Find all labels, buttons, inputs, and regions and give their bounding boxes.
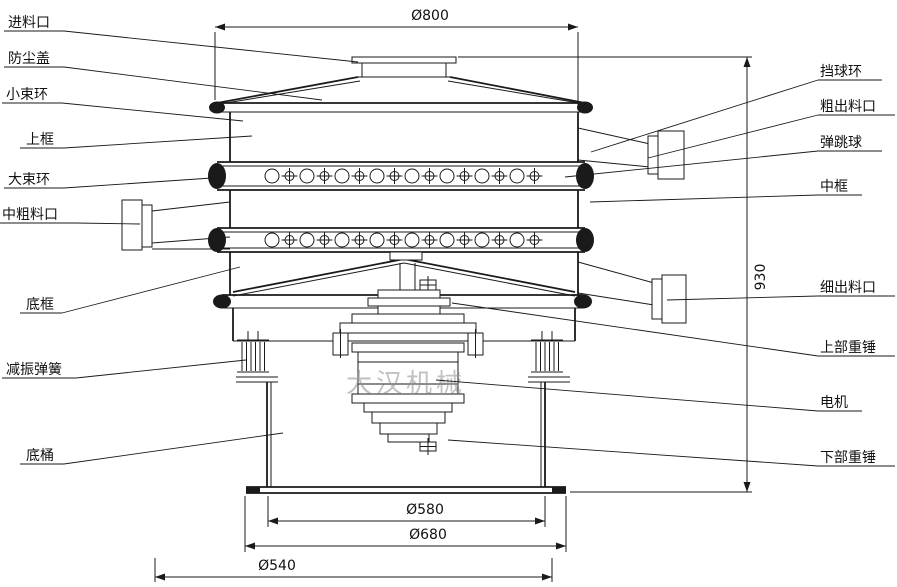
- label-small-clamp-ring: 小束环: [6, 87, 48, 103]
- label-upper-weight: 上部重锤: [820, 340, 876, 356]
- bouncing-ball-icon: [264, 167, 298, 185]
- part-feed-inlet: [351, 56, 457, 78]
- label-upper-frame: 上框: [26, 132, 54, 148]
- callouts-left: 进料口 防尘盖 小束环 上框 大束环 中粗料口 底框 减振弹簧 底桶: [0, 15, 359, 465]
- label-large-clamp-ring: 大束环: [8, 172, 50, 188]
- bouncing-ball-icon: [334, 167, 368, 185]
- bouncing-ball-icon: [509, 167, 543, 185]
- dim-base-text: Ø540: [258, 558, 296, 574]
- bouncing-ball-icon: [299, 231, 333, 249]
- label-ball-stop-ring: 挡球环: [820, 64, 862, 80]
- bouncing-ball-icon: [404, 231, 438, 249]
- part-damping-springs: [237, 331, 563, 373]
- dim-top-diameter-text: Ø800: [411, 8, 449, 24]
- part-dust-cover: [216, 76, 586, 104]
- dim-total-height-text: 930: [753, 264, 769, 291]
- label-bottom-frame: 底框: [26, 297, 54, 313]
- part-mid-coarse-outlet: [121, 199, 231, 251]
- label-bottom-barrel: 底桶: [26, 448, 54, 464]
- part-lower-weight: [351, 393, 465, 455]
- bouncing-ball-icon: [439, 231, 473, 249]
- part-sieve-deck-1: [208, 161, 594, 191]
- part-upper-weight: [367, 276, 451, 315]
- bouncing-ball-icon: [334, 231, 368, 249]
- bouncing-ball-icon: [264, 231, 298, 249]
- part-motor-body: [357, 351, 459, 395]
- label-dust-cover: 防尘盖: [8, 51, 50, 67]
- part-skirt: [232, 308, 576, 342]
- label-mid-coarse-outlet: 中粗料口: [2, 207, 58, 223]
- dim-barrel-outer-text: Ø680: [409, 527, 447, 543]
- part-bottom-frame: [229, 251, 579, 297]
- label-coarse-outlet: 粗出料口: [820, 99, 876, 115]
- dimension-top-diameter: Ø800: [214, 8, 579, 110]
- bouncing-ball-icon: [439, 167, 473, 185]
- label-damping-spring: 减振弹簧: [6, 362, 62, 378]
- bouncing-ball-icon: [299, 167, 333, 185]
- part-coarse-outlet: [577, 127, 685, 180]
- part-upper-frame: [229, 112, 579, 162]
- label-fine-outlet: 细出料口: [820, 280, 876, 296]
- dimension-barrel-outer-diameter: Ø680: [244, 496, 567, 552]
- label-middle-frame: 中框: [820, 179, 848, 195]
- label-lower-weight: 下部重锤: [820, 450, 876, 466]
- dimension-total-height: 930: [458, 56, 769, 493]
- bouncing-ball-icon: [474, 231, 508, 249]
- bouncing-ball-icon: [474, 167, 508, 185]
- part-sieve-deck-2: [208, 227, 594, 253]
- part-small-clamp-ring: [209, 101, 593, 114]
- bouncing-ball-icon: [369, 231, 403, 249]
- watermark-text: 大汉机械: [346, 369, 466, 399]
- bouncing-ball-icon: [509, 231, 543, 249]
- label-feed-inlet: 进料口: [8, 15, 50, 31]
- part-fine-outlet: [577, 261, 687, 324]
- part-middle-frame: [229, 190, 579, 228]
- bouncing-ball-icon: [404, 167, 438, 185]
- dimension-barrel-inner-diameter: Ø580: [267, 496, 546, 527]
- dimension-base-diameter: Ø540: [154, 558, 553, 582]
- part-motor-assembly: [332, 263, 484, 455]
- label-bouncing-ball: 弹跳球: [820, 135, 862, 151]
- label-motor: 电机: [820, 395, 848, 411]
- part-bottom-barrel: [236, 376, 570, 494]
- bouncing-ball-icon: [369, 167, 403, 185]
- dim-barrel-inner-text: Ø580: [406, 502, 444, 518]
- callouts-right: 挡球环 粗出料口 弹跳球 中框 细出料口 上部重锤 电机 下部重锤: [435, 64, 895, 467]
